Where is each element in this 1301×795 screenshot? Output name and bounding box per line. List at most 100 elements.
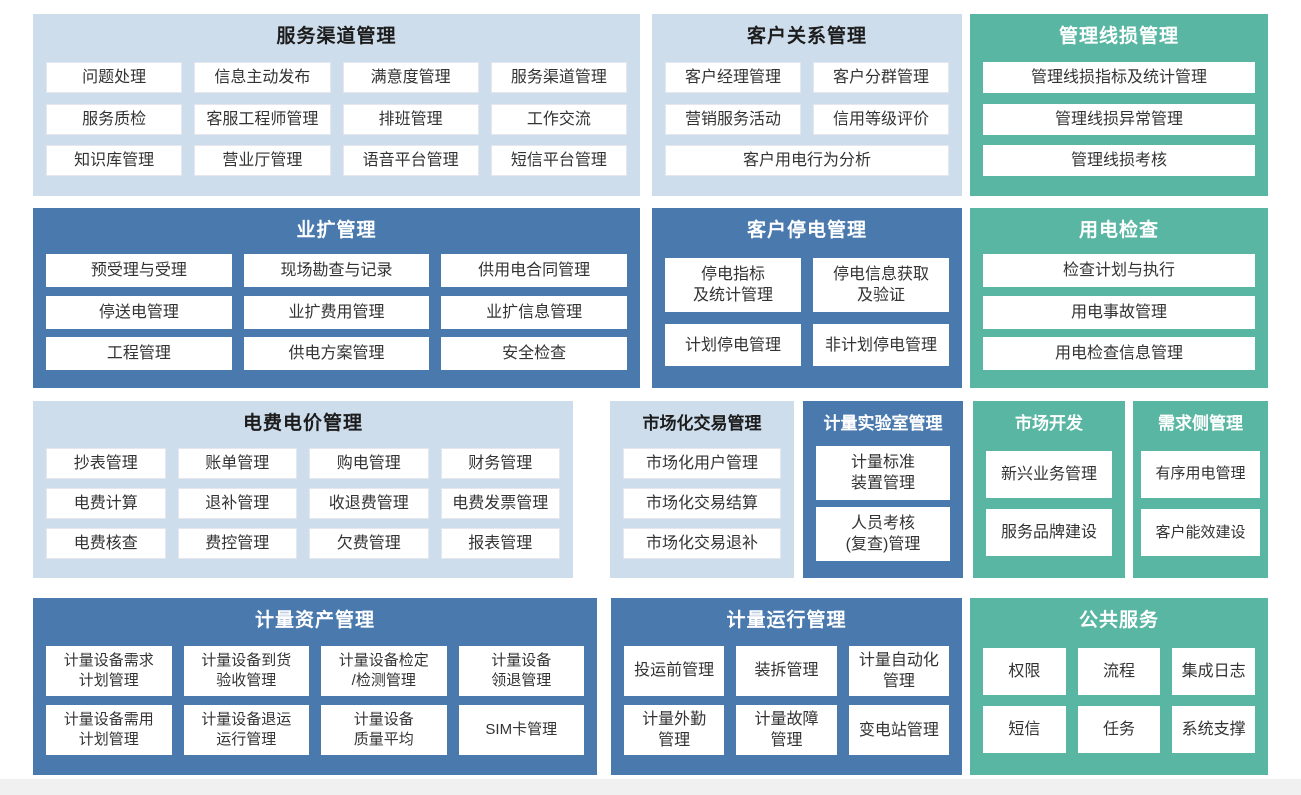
- module-button[interactable]: 计量设备 质量平均: [321, 705, 447, 756]
- module-button[interactable]: 报表管理: [440, 528, 560, 559]
- module-button[interactable]: 营业厅管理: [194, 144, 331, 176]
- module-button[interactable]: 预受理与受理: [46, 254, 232, 288]
- module-button[interactable]: 退补管理: [177, 488, 297, 519]
- module-row: 客户能效建设: [1141, 509, 1260, 557]
- module-button[interactable]: 排班管理: [342, 103, 479, 135]
- module-button[interactable]: 抄表管理: [46, 448, 166, 479]
- module-button[interactable]: 客户能效建设: [1141, 509, 1260, 557]
- module-button[interactable]: 工程管理: [46, 336, 232, 370]
- module-row: 抄表管理 账单管理 购电管理 财务管理: [46, 448, 560, 479]
- module-button[interactable]: 计量设备 领退管理: [458, 645, 584, 696]
- module-grid: 管理线损指标及统计管理 管理线损异常管理 管理线损考核: [970, 50, 1268, 196]
- module-button[interactable]: 业扩费用管理: [243, 295, 430, 329]
- module-button[interactable]: 管理线损指标及统计管理: [983, 62, 1255, 94]
- module-button[interactable]: 计量设备到货 验收管理: [183, 645, 309, 696]
- module-button[interactable]: 电费计算: [46, 488, 166, 519]
- module-button[interactable]: 服务渠道管理: [490, 62, 627, 94]
- section-line-loss: 管理线损管理 管理线损指标及统计管理 管理线损异常管理 管理线损考核: [970, 14, 1268, 196]
- module-button[interactable]: 用电检查信息管理: [983, 336, 1255, 370]
- module-button[interactable]: 检查计划与执行: [983, 254, 1255, 288]
- module-button[interactable]: 计量自动化 管理: [848, 645, 949, 696]
- module-row: 营销服务活动 信用等级评价: [665, 103, 949, 135]
- module-button[interactable]: 客服工程师管理: [194, 103, 331, 135]
- section-title: 市场化交易管理: [642, 414, 762, 433]
- module-button[interactable]: 计量设备需求 计划管理: [46, 645, 172, 696]
- module-button[interactable]: 客户分群管理: [813, 62, 949, 94]
- module-button[interactable]: 知识库管理: [46, 144, 183, 176]
- module-button[interactable]: 语音平台管理: [342, 144, 479, 176]
- module-button[interactable]: 信用等级评价: [813, 103, 949, 135]
- module-row: 服务品牌建设: [986, 509, 1112, 557]
- module-button[interactable]: 短信平台管理: [490, 144, 627, 176]
- module-button[interactable]: 停电信息获取 及验证: [813, 258, 949, 312]
- section-metering-operation: 计量运行管理 投运前管理 装拆管理 计量自动化 管理 计量外勤 管理 计量故障 …: [611, 598, 962, 775]
- module-button[interactable]: SIM卡管理: [458, 705, 584, 756]
- module-button[interactable]: 有序用电管理: [1141, 450, 1260, 498]
- module-button[interactable]: 变电站管理: [848, 705, 949, 756]
- module-button[interactable]: 客户经理管理: [665, 62, 801, 94]
- module-button[interactable]: 流程: [1077, 647, 1161, 695]
- module-button[interactable]: 账单管理: [177, 448, 297, 479]
- module-button[interactable]: 用电事故管理: [983, 295, 1255, 329]
- module-button[interactable]: 停送电管理: [46, 295, 232, 329]
- section-title: 公共服务: [1078, 610, 1159, 631]
- section-title: 市场开发: [1015, 414, 1083, 433]
- module-button[interactable]: 装拆管理: [736, 645, 837, 696]
- module-row: 用电检查信息管理: [983, 336, 1255, 370]
- module-button[interactable]: 收退费管理: [309, 488, 429, 519]
- module-button[interactable]: 非计划停电管理: [813, 324, 949, 366]
- module-button[interactable]: 计量故障 管理: [736, 705, 837, 756]
- module-button[interactable]: 管理线损考核: [983, 144, 1255, 176]
- module-button[interactable]: 计量标准 装置管理: [816, 446, 950, 500]
- module-button[interactable]: 费控管理: [177, 528, 297, 559]
- module-button[interactable]: 系统支撑: [1172, 706, 1256, 754]
- module-button[interactable]: 短信: [983, 706, 1066, 754]
- module-button[interactable]: 计量外勤 管理: [624, 705, 725, 756]
- module-button[interactable]: 计量设备需用 计划管理: [46, 705, 172, 756]
- module-row: 检查计划与执行: [983, 254, 1255, 288]
- module-button[interactable]: 市场化交易退补: [623, 528, 781, 559]
- module-button[interactable]: 财务管理: [440, 448, 560, 479]
- module-button[interactable]: 新兴业务管理: [986, 450, 1112, 498]
- module-button[interactable]: 工作交流: [490, 103, 627, 135]
- module-button[interactable]: 客户用电行为分析: [665, 144, 949, 176]
- module-button[interactable]: 电费核查: [46, 528, 166, 559]
- module-button[interactable]: 权限: [983, 647, 1066, 695]
- module-button[interactable]: 业扩信息管理: [441, 295, 628, 329]
- module-button[interactable]: 欠费管理: [309, 528, 429, 559]
- module-button[interactable]: 人员考核 (复查)管理: [816, 507, 950, 561]
- module-row: 电费计算 退补管理 收退费管理 电费发票管理: [46, 488, 560, 519]
- module-button[interactable]: 任务: [1077, 706, 1161, 754]
- module-button[interactable]: 服务品牌建设: [986, 509, 1112, 557]
- module-button[interactable]: 市场化交易结算: [623, 488, 781, 519]
- module-button[interactable]: 问题处理: [46, 62, 183, 94]
- module-button[interactable]: 计划停电管理: [665, 324, 801, 366]
- module-button[interactable]: 信息主动发布: [194, 62, 331, 94]
- module-grid: 计量标准 装置管理 人员考核 (复查)管理: [803, 437, 963, 578]
- module-button[interactable]: 安全检查: [441, 336, 628, 370]
- module-button[interactable]: 市场化用户管理: [623, 448, 781, 479]
- module-button[interactable]: 计量设备退运 运行管理: [183, 705, 309, 756]
- module-button[interactable]: 供用电合同管理: [441, 254, 628, 288]
- module-row: 管理线损考核: [983, 144, 1255, 176]
- module-button[interactable]: 集成日志: [1172, 647, 1256, 695]
- module-button[interactable]: 满意度管理: [342, 62, 479, 94]
- module-button[interactable]: 电费发票管理: [440, 488, 560, 519]
- module-button[interactable]: 供电方案管理: [243, 336, 430, 370]
- module-button[interactable]: 现场勘查与记录: [243, 254, 430, 288]
- module-button[interactable]: 服务质检: [46, 103, 183, 135]
- module-button[interactable]: 计量设备检定 /检测管理: [321, 645, 447, 696]
- module-button[interactable]: 管理线损异常管理: [983, 103, 1255, 135]
- module-row: 停电指标 及统计管理 停电信息获取 及验证: [665, 258, 949, 312]
- section-market-dev: 市场开发 新兴业务管理 服务品牌建设: [973, 401, 1125, 578]
- module-row: 新兴业务管理: [986, 450, 1112, 498]
- section-title: 用电检查: [1078, 220, 1159, 241]
- module-row: 短信 任务 系统支撑: [983, 706, 1256, 754]
- module-button[interactable]: 停电指标 及统计管理: [665, 258, 801, 312]
- module-grid: 计量设备需求 计划管理 计量设备到货 验收管理 计量设备检定 /检测管理 计量设…: [33, 634, 597, 775]
- module-grid: 抄表管理 账单管理 购电管理 财务管理 电费计算 退补管理 收退费管理 电费发票…: [33, 437, 573, 578]
- module-button[interactable]: 营销服务活动: [665, 103, 801, 135]
- module-button[interactable]: 投运前管理: [624, 645, 725, 696]
- section-business-expansion: 业扩管理 预受理与受理 现场勘查与记录 供用电合同管理 停送电管理 业扩费用管理…: [33, 208, 640, 388]
- module-button[interactable]: 购电管理: [309, 448, 429, 479]
